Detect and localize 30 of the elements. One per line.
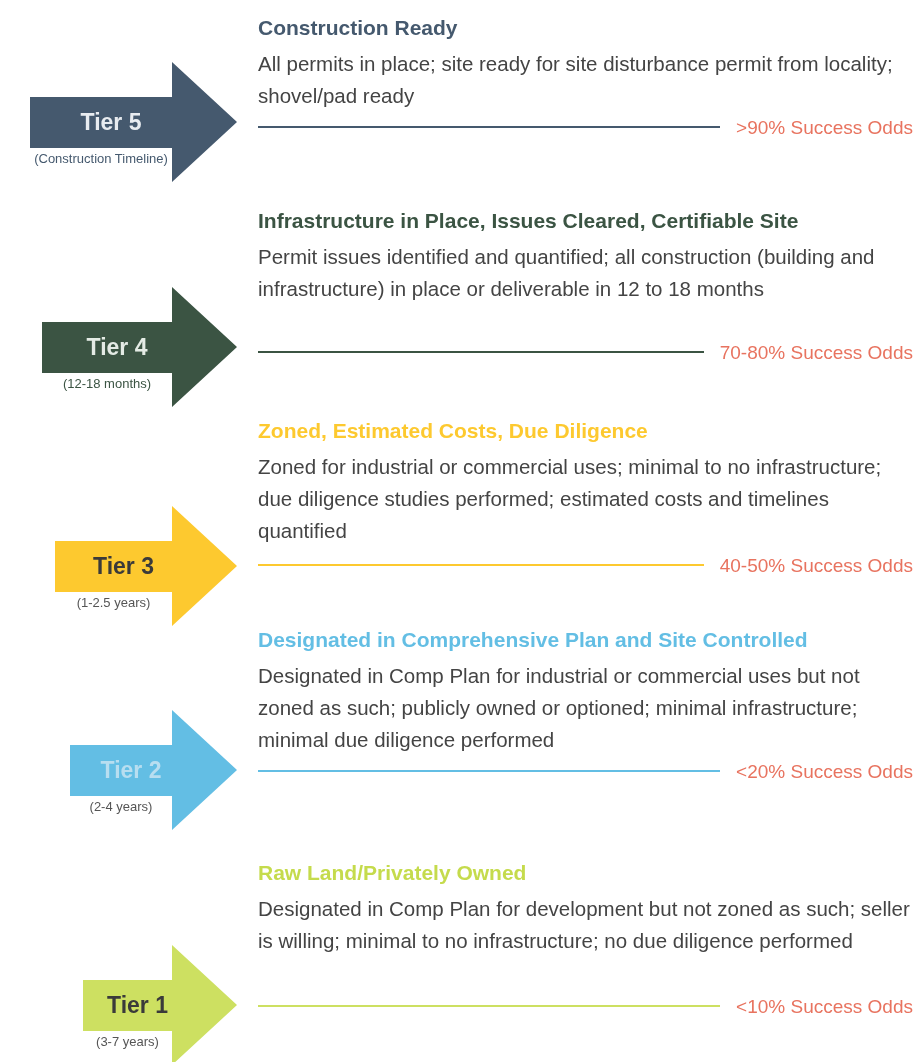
success-odds: 70-80% Success Odds bbox=[719, 342, 913, 362]
success-odds: 40-50% Success Odds bbox=[719, 555, 913, 575]
success-odds: <10% Success Odds bbox=[736, 996, 913, 1016]
tier-description: Designated in Comp Plan for development but not zoned as such; seller is willing; minimal to no infrastructure; no due diligence performed bbox=[258, 896, 911, 954]
success-odds: <20% Success Odds bbox=[736, 761, 913, 781]
tier-label: Tier 2 bbox=[99, 759, 163, 782]
arrow-shape bbox=[83, 945, 237, 1062]
tier-heading: Zoned, Estimated Costs, Due Diligence bbox=[258, 418, 649, 444]
tier-label: Tier 3 bbox=[92, 555, 155, 578]
tier-description: Designated in Comp Plan for industrial or commercial uses but not zoned as such; publicly owned or optioned; minimal infrastructure; minimal due diligence performed bbox=[258, 663, 861, 753]
tier-description: All permits in place; site ready for site disturbance permit from locality; shovel/pad ready bbox=[258, 51, 894, 109]
tier-heading: Raw Land/Privately Owned bbox=[258, 860, 528, 886]
timeline-caption: (12-18 months) bbox=[61, 377, 153, 390]
timeline-caption: (Construction Timeline) bbox=[33, 152, 169, 165]
arrow-shape bbox=[30, 62, 237, 182]
tier-description: Zoned for industrial or commercial uses; minimal to no infrastructure; due diligence studies performed; estimated costs and timelines quantified bbox=[258, 454, 883, 544]
tier-label: Tier 5 bbox=[79, 111, 143, 134]
tier-heading: Construction Ready bbox=[258, 15, 459, 41]
tier-description: Permit issues identified and quantified; all construction (building and infrastructure) in place or deliverable in 12 to 18 months bbox=[258, 244, 876, 302]
timeline-caption: (2-4 years) bbox=[88, 800, 154, 813]
arrow-shape bbox=[70, 710, 237, 830]
tier-label: Tier 1 bbox=[106, 994, 169, 1017]
success-odds: >90% Success Odds bbox=[736, 117, 913, 137]
tier-label: Tier 4 bbox=[85, 336, 149, 359]
tier-heading: Designated in Comprehensive Plan and Site Controlled bbox=[258, 627, 809, 653]
timeline-caption: (3-7 years) bbox=[95, 1035, 160, 1048]
arrow-shape bbox=[55, 506, 237, 626]
timeline-caption: (1-2.5 years) bbox=[75, 596, 152, 609]
tier-heading: Infrastructure in Place, Issues Cleared, Certifiable Site bbox=[258, 208, 800, 234]
arrow-shape bbox=[42, 287, 237, 407]
